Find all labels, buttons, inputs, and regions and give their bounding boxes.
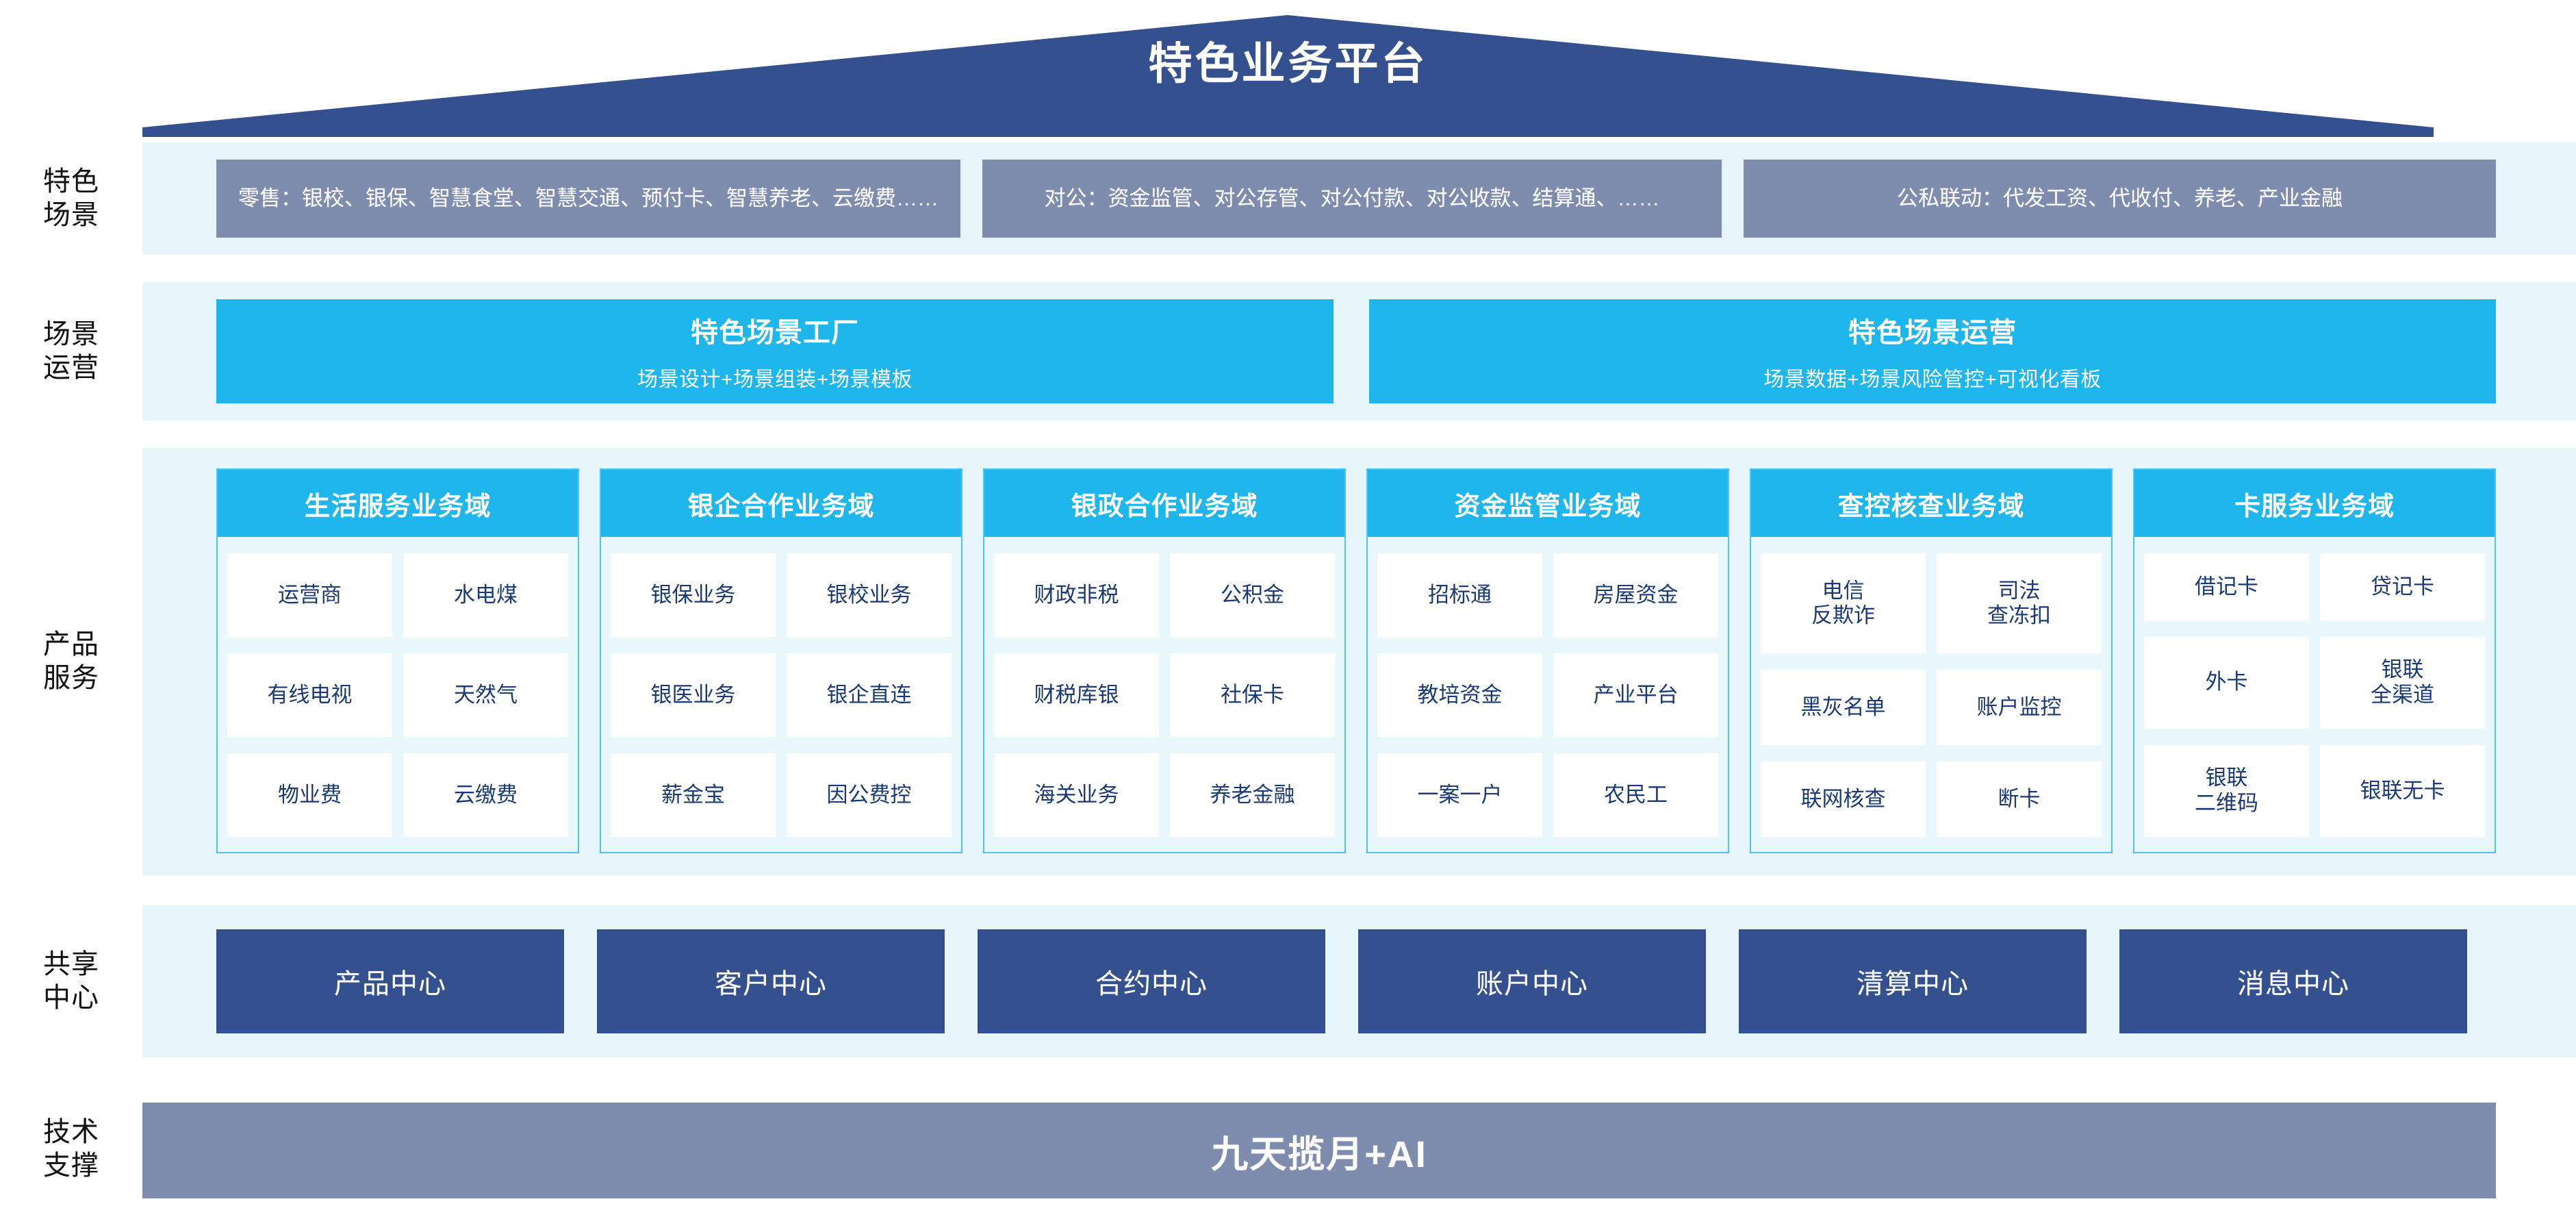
row-label-operation-line1: 场景 xyxy=(43,319,99,350)
scenario-chip-retail[interactable]: 零售：银校、银保、智慧食堂、智慧交通、预付卡、智慧养老、云缴费…… xyxy=(216,160,960,238)
domain-cell[interactable]: 银企直连 xyxy=(787,653,952,737)
row-label-tech-support-line2: 支撑 xyxy=(43,1151,99,1181)
domain-cell[interactable]: 银联 二维码 xyxy=(2144,744,2309,837)
row-label-shared-centers-line1: 共享 xyxy=(43,949,99,980)
domain-cell[interactable]: 银保业务 xyxy=(611,553,776,637)
domain-cell[interactable]: 运营商 xyxy=(227,553,392,637)
domain-cell[interactable]: 贷记卡 xyxy=(2320,553,2485,620)
row-label-products-line1: 产品 xyxy=(43,629,99,660)
center-box-account[interactable]: 账户中心 xyxy=(1358,929,1706,1033)
row-label-operation: 场景 运营 xyxy=(0,282,142,420)
scenario-chip-corporate[interactable]: 对公：资金监管、对公存管、对公付款、对公收款、结算通、…… xyxy=(982,160,1722,238)
domain-title-life-service: 生活服务业务域 xyxy=(218,470,578,537)
domain-cell[interactable]: 银医业务 xyxy=(611,653,776,737)
center-box-message[interactable]: 消息中心 xyxy=(2119,929,2467,1033)
domain-title-bank-government: 银政合作业务域 xyxy=(984,470,1344,537)
row-label-shared-centers: 共享 中心 xyxy=(0,905,142,1057)
domain-cell[interactable]: 黑灰名单 xyxy=(1761,670,1926,746)
domain-grid-bank-enterprise: 银保业务 银校业务 银医业务 银企直连 薪金宝 因公费控 xyxy=(601,537,961,852)
row-label-shared-centers-line2: 中心 xyxy=(43,983,99,1013)
center-box-product[interactable]: 产品中心 xyxy=(216,929,564,1033)
domain-cell[interactable]: 物业费 xyxy=(227,753,392,837)
domain-grid-investigation-control: 电信 反欺诈 司法 查冻扣 黑灰名单 账户监控 联网核查 断卡 xyxy=(1751,537,2111,852)
roof-shape-icon xyxy=(142,15,2434,137)
ops-box-scene-factory-subtitle: 场景设计+场景组装+场景模板 xyxy=(637,368,913,391)
page-title: 特色业务平台 xyxy=(1148,39,1428,88)
row-label-products-line2: 服务 xyxy=(43,663,99,693)
domain-cell[interactable]: 外卡 xyxy=(2144,636,2309,729)
tech-support-bar[interactable]: 九天揽月+AI xyxy=(142,1103,2496,1198)
domain-column-fund-supervision: 资金监管业务域 招标通 房屋资金 教培资金 产业平台 一案一户 农民工 xyxy=(1366,468,1729,853)
domain-grid-bank-government: 财政非税 公积金 财税库银 社保卡 海关业务 养老金融 xyxy=(984,537,1344,852)
domain-cell[interactable]: 社保卡 xyxy=(1170,653,1335,737)
row-label-tech-support-line1: 技术 xyxy=(43,1117,99,1148)
ops-box-scene-operation-subtitle: 场景数据+场景风险管控+可视化看板 xyxy=(1763,368,2102,391)
domain-title-bank-enterprise: 银企合作业务域 xyxy=(601,470,961,537)
domain-cell[interactable]: 银联无卡 xyxy=(2320,744,2485,837)
domain-cell[interactable]: 水电煤 xyxy=(403,553,568,637)
row-label-scenarios: 特色 场景 xyxy=(0,142,142,255)
domain-column-bank-enterprise: 银企合作业务域 银保业务 银校业务 银医业务 银企直连 薪金宝 因公费控 xyxy=(600,468,962,853)
center-box-settlement[interactable]: 清算中心 xyxy=(1739,929,2087,1033)
domain-cell[interactable]: 电信 反欺诈 xyxy=(1761,553,1926,654)
domain-cell[interactable]: 房屋资金 xyxy=(1553,553,1718,637)
domain-column-investigation-control: 查控核查业务域 电信 反欺诈 司法 查冻扣 黑灰名单 账户监控 联网核查 断卡 xyxy=(1750,468,2113,853)
domain-cell[interactable]: 因公费控 xyxy=(787,753,952,837)
domain-cell[interactable]: 薪金宝 xyxy=(611,753,776,837)
domain-cell[interactable]: 账户监控 xyxy=(1937,670,2102,746)
row-label-tech-support: 技术 支撑 xyxy=(0,1090,142,1208)
domain-title-fund-supervision: 资金监管业务域 xyxy=(1368,470,1728,537)
center-box-contract[interactable]: 合约中心 xyxy=(978,929,1325,1033)
domain-grid-card-service: 借记卡 贷记卡 外卡 银联 全渠道 银联 二维码 银联无卡 xyxy=(2134,537,2495,852)
domain-cell[interactable]: 养老金融 xyxy=(1170,753,1335,837)
domain-column-bank-government: 银政合作业务域 财政非税 公积金 财税库银 社保卡 海关业务 养老金融 xyxy=(983,468,1346,853)
domain-cell[interactable]: 银校业务 xyxy=(787,553,952,637)
domain-grid-fund-supervision: 招标通 房屋资金 教培资金 产业平台 一案一户 农民工 xyxy=(1368,537,1728,852)
domain-title-investigation-control: 查控核查业务域 xyxy=(1751,470,2111,537)
row-label-operation-line2: 运营 xyxy=(43,353,99,383)
domain-cell[interactable]: 一案一户 xyxy=(1377,753,1542,837)
scenario-chip-public-private[interactable]: 公私联动：代发工资、代收付、养老、产业金融 xyxy=(1744,160,2496,238)
domain-cell[interactable]: 产业平台 xyxy=(1553,653,1718,737)
domain-cell[interactable]: 海关业务 xyxy=(994,753,1159,837)
ops-box-scene-operation[interactable]: 特色场景运营 场景数据+场景风险管控+可视化看板 xyxy=(1369,299,2496,403)
ops-box-scene-operation-title: 特色场景运营 xyxy=(1848,318,2017,348)
row-label-scenarios-line2: 场景 xyxy=(43,200,99,230)
domain-title-card-service: 卡服务业务域 xyxy=(2134,470,2495,537)
domain-grid-life-service: 运营商 水电煤 有线电视 天然气 物业费 云缴费 xyxy=(218,537,578,852)
domain-cell[interactable]: 借记卡 xyxy=(2144,553,2309,620)
domain-cell[interactable]: 财政非税 xyxy=(994,553,1159,637)
domain-cell[interactable]: 有线电视 xyxy=(227,653,392,737)
domain-column-life-service: 生活服务业务域 运营商 水电煤 有线电视 天然气 物业费 云缴费 xyxy=(216,468,579,853)
domain-cell[interactable]: 司法 查冻扣 xyxy=(1937,553,2102,654)
domain-cell[interactable]: 银联 全渠道 xyxy=(2320,636,2485,729)
ops-box-scene-factory[interactable]: 特色场景工厂 场景设计+场景组装+场景模板 xyxy=(216,299,1334,403)
domain-cell[interactable]: 农民工 xyxy=(1553,753,1718,837)
domain-cell[interactable]: 教培资金 xyxy=(1377,653,1542,737)
domain-column-card-service: 卡服务业务域 借记卡 贷记卡 外卡 银联 全渠道 银联 二维码 银联无卡 xyxy=(2133,468,2496,853)
domain-cell[interactable]: 公积金 xyxy=(1170,553,1335,637)
row-label-products: 产品 服务 xyxy=(0,448,142,875)
domain-cell[interactable]: 断卡 xyxy=(1937,762,2102,837)
domain-cell[interactable]: 招标通 xyxy=(1377,553,1542,637)
domain-cell[interactable]: 联网核查 xyxy=(1761,762,1926,837)
domain-cell[interactable]: 财税库银 xyxy=(994,653,1159,737)
domain-cell[interactable]: 天然气 xyxy=(403,653,568,737)
center-box-customer[interactable]: 客户中心 xyxy=(597,929,945,1033)
platform-banner: 特色业务平台 xyxy=(0,0,2576,137)
ops-box-scene-factory-title: 特色场景工厂 xyxy=(691,318,859,348)
row-label-scenarios-line1: 特色 xyxy=(43,166,99,197)
domain-cell[interactable]: 云缴费 xyxy=(403,753,568,837)
